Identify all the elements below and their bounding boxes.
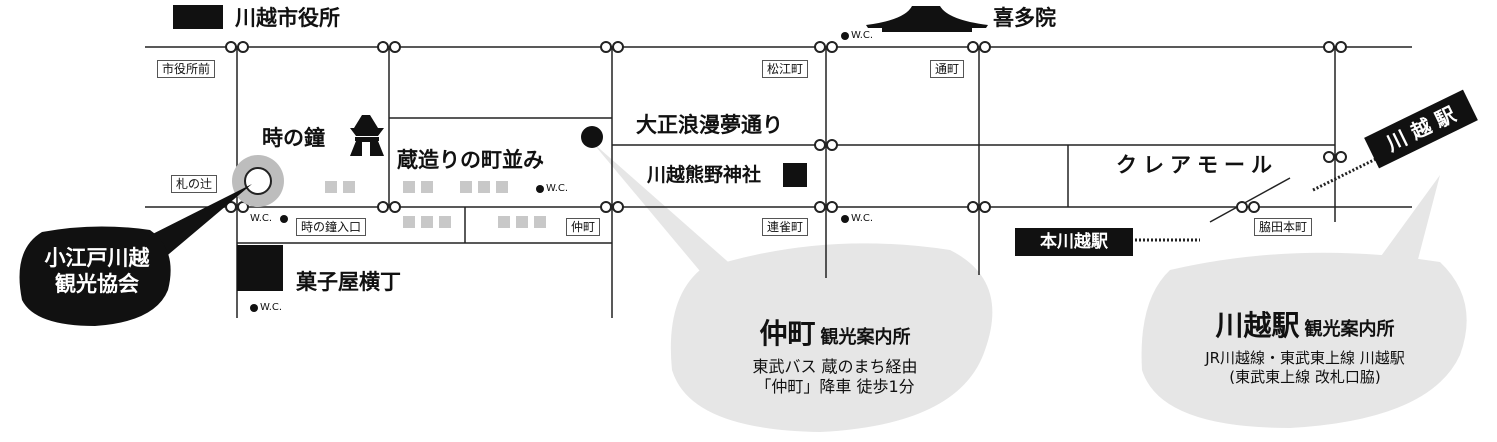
bus-stop-matsuecho: 松江町 bbox=[762, 60, 809, 78]
nakacho-callout-line1: 東武バス 蔵のまち経由 bbox=[752, 357, 918, 376]
kashiya-yokocho-label: 菓子屋横丁 bbox=[296, 270, 401, 294]
koedo-callout: 小江戸川越 観光協会 bbox=[22, 245, 172, 298]
kitain-label: 喜多院 bbox=[993, 6, 1056, 30]
wc-label-kitain: W.C. bbox=[851, 30, 874, 41]
nakacho-callout-title-sub: 観光案内所 bbox=[820, 327, 911, 348]
bus-stop-renjakucho: 連雀町 bbox=[762, 218, 809, 236]
wc-dots bbox=[250, 32, 849, 312]
nakacho-callout: 仲町 観光案内所 東武バス 蔵のまち経由 「仲町」降車 徒歩1分 bbox=[690, 316, 980, 397]
toki-no-kane-label: 時の鐘 bbox=[262, 126, 325, 150]
koedo-callout-line2: 観光協会 bbox=[55, 272, 139, 297]
wc-label-kashiya: W.C. bbox=[260, 302, 283, 313]
bell-tower-icon bbox=[350, 115, 384, 156]
kashiya-yokocho-icon bbox=[237, 245, 283, 291]
bus-stop-wakita-honcho: 脇田本町 bbox=[1254, 218, 1313, 236]
nakacho-callout-title-main: 仲町 bbox=[759, 317, 816, 350]
nakacho-callout-title: 仲町 観光案内所 bbox=[690, 316, 980, 351]
wc-label-kurazukuri: W.C. bbox=[546, 183, 569, 194]
nakacho-callout-bubble bbox=[592, 142, 993, 432]
kawagoe-station-callout-title-sub: 観光案内所 bbox=[1304, 319, 1395, 340]
taisho-roman-label: 大正浪漫夢通り bbox=[636, 113, 783, 137]
city-hall-icon bbox=[173, 5, 223, 29]
bus-stop-shiyakusho-mae: 市役所前 bbox=[157, 60, 216, 78]
bus-stop-toki-no-kane-iriguchi: 時の鐘入口 bbox=[296, 218, 367, 236]
kumano-jinja-label: 川越熊野神社 bbox=[647, 164, 762, 186]
hon-kawagoe-station-label: 本川越駅 bbox=[1015, 228, 1133, 256]
railway-lines bbox=[1135, 150, 1391, 242]
building-blocks bbox=[325, 181, 546, 228]
bus-stop-fuda-no-tsuji: 札の辻 bbox=[171, 175, 218, 193]
nakacho-callout-line2: 「仲町」降車 徒歩1分 bbox=[755, 377, 915, 396]
kawagoe-station-callout-title: 川越駅 観光案内所 bbox=[1150, 308, 1460, 343]
koedo-callout-line1: 小江戸川越 bbox=[44, 246, 150, 270]
intersection-markers bbox=[225, 41, 1347, 213]
kawagoe-station-callout-title-main: 川越駅 bbox=[1215, 309, 1300, 342]
kawagoe-station-callout-line1: JR川越線・東武東上線 川越駅 bbox=[1205, 349, 1405, 367]
kawagoe-station-callout-line2: (東武東上線 改札口脇) bbox=[1229, 367, 1381, 386]
kurazukuri-label: 蔵造りの町並み bbox=[397, 148, 544, 172]
kumano-shrine-icon bbox=[783, 163, 807, 187]
wc-label-renjakucho: W.C. bbox=[851, 213, 874, 224]
city-hall-label: 川越市役所 bbox=[235, 6, 340, 30]
crea-mall-label: クレアモール bbox=[1116, 153, 1278, 177]
road-network bbox=[145, 46, 1412, 318]
koedo-callout-bubble bbox=[19, 226, 171, 326]
nakacho-info-dot bbox=[581, 126, 603, 148]
bus-stop-tori-machi: 通町 bbox=[930, 60, 965, 78]
bus-stop-nakacho: 仲町 bbox=[566, 218, 601, 236]
wc-label-toki-no-kane: W.C. bbox=[250, 213, 273, 224]
kawagoe-station-callout: 川越駅 観光案内所 JR川越線・東武東上線 川越駅 (東武東上線 改札口脇) bbox=[1150, 308, 1460, 387]
kawagoe-station-callout-bubble bbox=[1141, 175, 1467, 428]
kitain-temple-icon bbox=[866, 6, 988, 32]
